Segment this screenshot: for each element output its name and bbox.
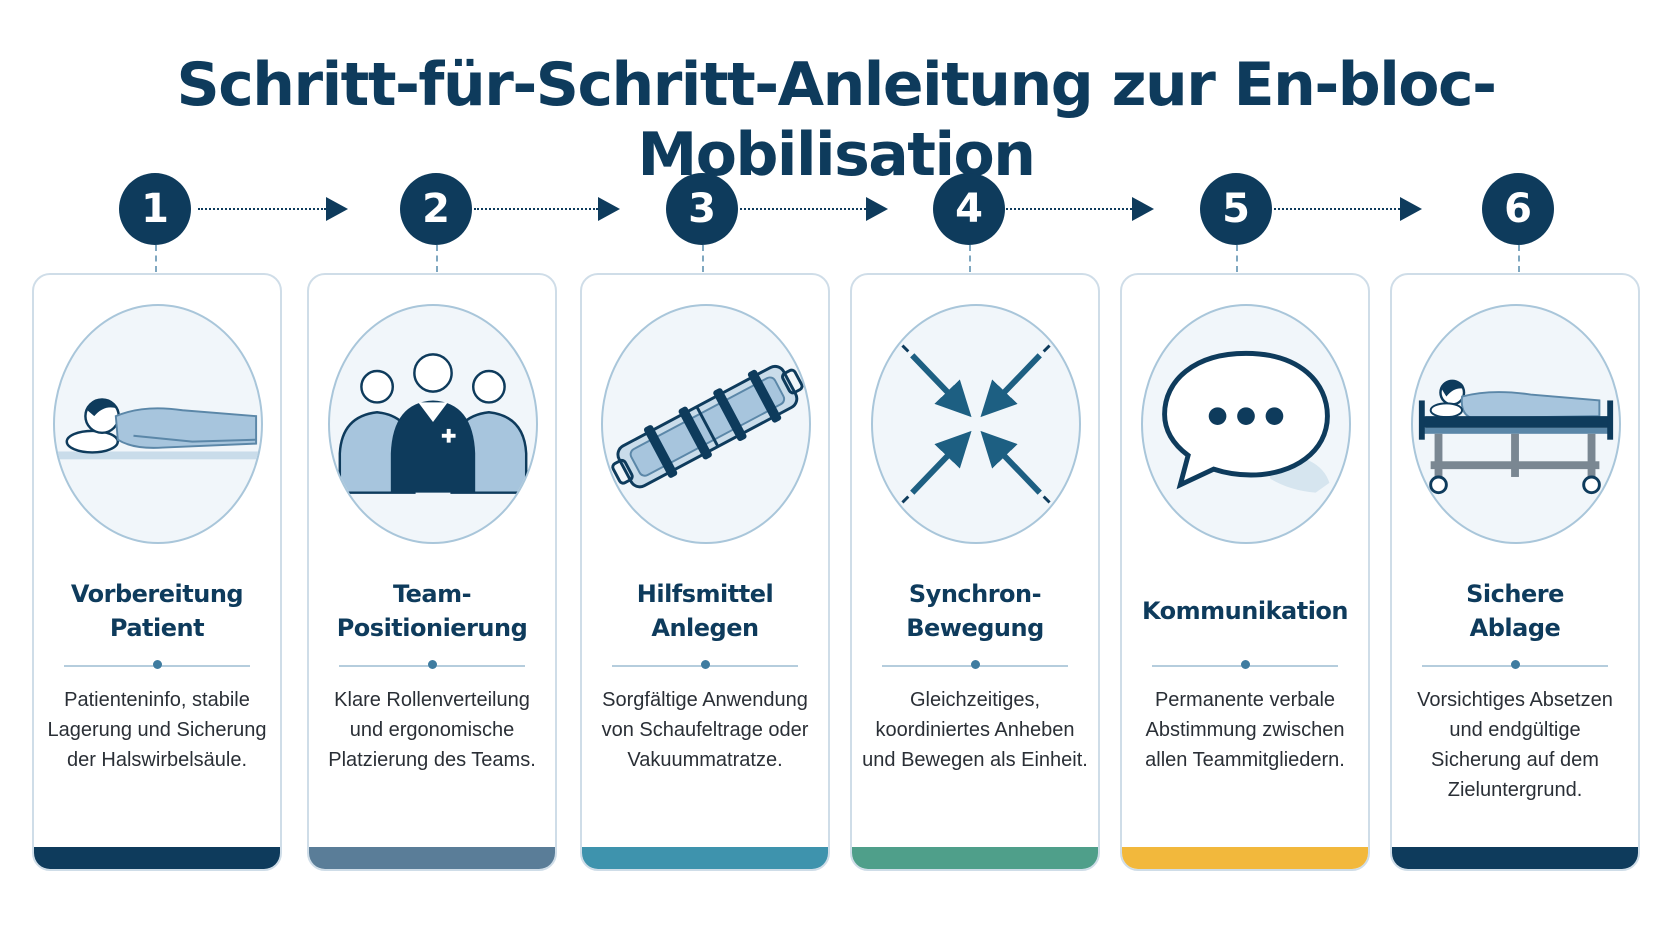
step-title: Sichere Ablage — [1466, 580, 1564, 642]
step-description: Vorsichtiges Absetzen und endgültige Sic… — [1417, 689, 1613, 801]
step-connector — [1006, 208, 1132, 210]
patient-on-stretcher-icon — [1411, 304, 1621, 544]
step-number-badge: 6 — [1482, 173, 1554, 245]
step-card-1: Vorbereitung Patient Patienteninfo, stab… — [32, 273, 282, 871]
scoop-stretcher-icon — [601, 304, 811, 544]
step-description: Klare Rollenverteilung und ergonomische … — [328, 689, 536, 771]
step-number-badge: 3 — [666, 173, 738, 245]
step-card-6: Sichere Ablage Vorsichtiges Absetzen und… — [1390, 273, 1640, 871]
step-connector — [474, 208, 598, 210]
step-card-4: Synchron- Bewegung Gleichzeitiges, koord… — [850, 273, 1100, 871]
arrow-right-icon — [598, 197, 620, 221]
arrow-right-icon — [326, 197, 348, 221]
arrow-right-icon — [866, 197, 888, 221]
divider-dot — [700, 660, 710, 669]
step-description: Permanente verbale Abstimmung zwischen a… — [1145, 689, 1345, 771]
converging-arrows-icon — [871, 304, 1081, 544]
step-description: Sorgfältige Anwendung von Schaufeltrage … — [601, 689, 809, 771]
step-description: Patienteninfo, stabile Lagerung und Sich… — [47, 689, 267, 771]
arrow-right-icon — [1132, 197, 1154, 221]
divider-dot — [970, 660, 980, 669]
page-title: Schritt-für-Schritt-Anleitung zur En-blo… — [176, 50, 1498, 190]
step-card-2: Team- Positionierung Klare Rollenverteil… — [307, 273, 557, 871]
badge-stem — [436, 245, 438, 272]
badge-stem — [1518, 245, 1520, 272]
step-connector — [198, 208, 326, 210]
divider-dot — [1510, 660, 1520, 669]
step-accent-bar — [1122, 847, 1368, 869]
divider-dot — [427, 660, 437, 669]
step-number-badge: 2 — [400, 173, 472, 245]
badge-stem — [1236, 245, 1238, 272]
step-card-5: Kommunikation Permanente verbale Abstimm… — [1120, 273, 1370, 871]
step-number-badge: 1 — [119, 173, 191, 245]
step-card-3: Hilfsmittel Anlegen Sorgfältige Anwendun… — [580, 273, 830, 871]
step-connector — [740, 208, 866, 210]
patient-lying-icon — [53, 304, 263, 544]
speech-bubble-icon — [1141, 304, 1351, 544]
step-connector — [1274, 208, 1400, 210]
arrow-right-icon — [1400, 197, 1422, 221]
divider-dot — [152, 660, 162, 669]
step-accent-bar — [34, 847, 280, 869]
step-title: Kommunikation — [1141, 597, 1349, 625]
step-title: Hilfsmittel Anlegen — [636, 580, 774, 642]
step-number-badge: 5 — [1200, 173, 1272, 245]
step-description: Gleichzeitiges, koordiniertes Anheben un… — [862, 689, 1088, 771]
divider-dot — [1240, 660, 1250, 669]
step-title: Vorbereitung Patient — [70, 580, 244, 642]
badge-stem — [702, 245, 704, 272]
medical-team-icon — [328, 304, 538, 544]
step-accent-bar — [1392, 847, 1638, 869]
step-number-badge: 4 — [933, 173, 1005, 245]
badge-stem — [969, 245, 971, 272]
step-accent-bar — [582, 847, 828, 869]
badge-stem — [155, 245, 157, 272]
step-accent-bar — [852, 847, 1098, 869]
step-accent-bar — [309, 847, 555, 869]
step-title: Synchron- Bewegung — [906, 580, 1044, 642]
step-title: Team- Positionierung — [336, 580, 528, 642]
